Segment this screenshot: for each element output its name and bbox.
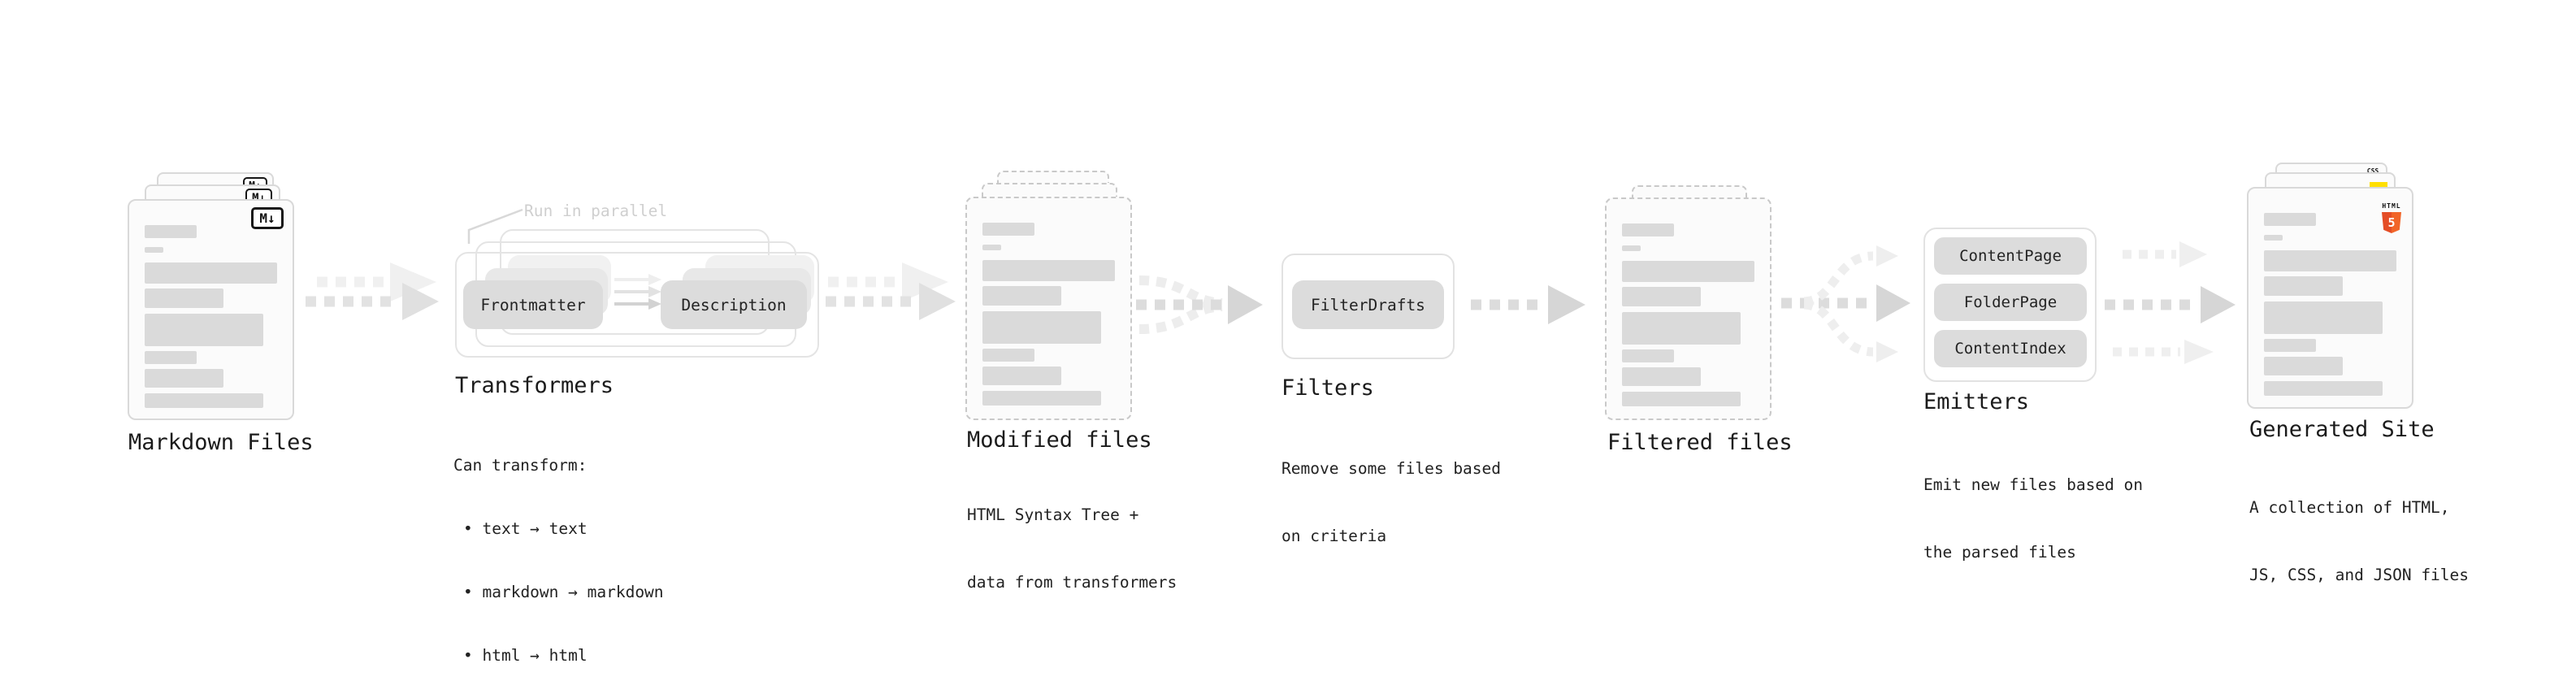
doc-text-bar (145, 288, 223, 308)
doc-text-bar (1622, 367, 1701, 386)
doc-text-bar (1622, 312, 1741, 345)
contentpage-pill: ContentPage (1934, 237, 2087, 275)
contentindex-pill: ContentIndex (1934, 330, 2087, 367)
doc-text-bar (145, 314, 263, 346)
description-line: JS, CSS, and JSON files (2249, 565, 2470, 584)
doc-text-bar (145, 393, 263, 408)
doc-text-bar (982, 349, 1034, 362)
doc-text-bar (2264, 357, 2343, 375)
filtered-file-card (1605, 197, 1772, 420)
generated-site-stack: CSS HTML 5 (2247, 161, 2413, 409)
description-line: Remove some files based (1281, 459, 1502, 478)
generated-site-description: A collection of HTML, JS, CSS, and JSON … (2249, 452, 2469, 631)
doc-text-bar (2264, 235, 2283, 241)
arrow-transformers-to-modified (826, 262, 956, 320)
modified-files-label: Modified files (967, 427, 1152, 453)
html5-icon: HTML 5 (2381, 196, 2402, 233)
doc-text-bar (1622, 349, 1674, 362)
filters-label: Filters (1281, 375, 1374, 401)
arrow-filtered-to-emitters (1781, 245, 1910, 362)
doc-text-bar (2264, 301, 2383, 334)
doc-text-bar (982, 391, 1101, 406)
css-icon-label: CSS (2366, 167, 2379, 175)
doc-text-bar (2264, 276, 2343, 296)
filters-description: Remove some files based on criteria (1281, 413, 1501, 592)
doc-text-bar (1622, 223, 1674, 236)
run-in-parallel-note: Run in parallel (524, 202, 668, 220)
transform-bullet: • text → text (463, 519, 588, 538)
arrow-markdown-to-transformers (306, 262, 439, 320)
transformers-label: Transformers (455, 373, 614, 398)
doc-text-bar (982, 260, 1115, 281)
markdown-files-label: Markdown Files (128, 430, 314, 455)
transform-bullet: • html → html (463, 646, 588, 665)
filterdrafts-pill: FilterDrafts (1292, 280, 1444, 329)
doc-text-bar (982, 245, 1001, 250)
html5-icon-label: HTML (2382, 202, 2401, 210)
css-icon: CSS (2366, 168, 2379, 175)
markdown-icon: M↓ (251, 207, 284, 229)
markdown-files-stack: M↓ M↓ M↓ (128, 172, 294, 420)
markdown-file-card: M↓ (128, 199, 294, 420)
folderpage-pill: FolderPage (1934, 284, 2087, 321)
doc-text-bar (1622, 261, 1754, 282)
doc-text-bar (145, 369, 223, 388)
modified-files-description: HTML Syntax Tree + data from transformer… (967, 459, 1177, 638)
run-in-parallel-bracket (467, 208, 523, 244)
doc-text-bar (145, 351, 197, 364)
description-line: HTML Syntax Tree + (967, 505, 1139, 524)
generated-site-label: Generated Site (2249, 417, 2435, 442)
doc-text-bar (982, 367, 1061, 385)
filtered-files-stack (1605, 185, 1772, 420)
doc-text-bar (982, 223, 1034, 236)
doc-text-bar (982, 311, 1101, 344)
doc-text-bar (982, 286, 1061, 306)
doc-text-bar (145, 262, 277, 284)
arrow-filters-to-filtered (1471, 285, 1585, 324)
modified-files-stack (965, 171, 1132, 420)
arrow-emitters-to-generated (2105, 241, 2236, 364)
filtered-files-label: Filtered files (1607, 430, 1793, 455)
transform-bullet: • markdown → markdown (463, 583, 664, 601)
description-pill: Description (661, 280, 807, 329)
doc-text-bar (1622, 392, 1741, 406)
doc-text-bar (1622, 245, 1641, 251)
doc-text-bar (145, 247, 163, 253)
description-line: A collection of HTML, (2249, 498, 2450, 517)
html5-icon-number: 5 (2387, 215, 2396, 230)
description-line: on criteria (1281, 526, 1387, 545)
html-file-card: HTML 5 (2247, 187, 2413, 409)
doc-text-bar (2264, 339, 2316, 352)
can-transform-heading: Can transform: (453, 456, 588, 475)
doc-text-bar (2264, 250, 2396, 271)
doc-text-bar (2264, 381, 2383, 396)
doc-text-bar (145, 225, 197, 238)
doc-text-bar (1622, 287, 1701, 306)
transformer-container-front (455, 252, 819, 358)
frontmatter-pill: Frontmatter (463, 280, 603, 329)
arrow-modified-to-filters (1136, 275, 1263, 334)
description-line: the parsed files (1923, 542, 2076, 562)
modified-file-card (965, 197, 1132, 420)
pill-parallel-arrows (614, 274, 661, 310)
doc-text-bar (2264, 213, 2316, 226)
transformers-description: Can transform: • text → text • markdown … (453, 413, 664, 681)
emitters-label: Emitters (1923, 389, 2030, 414)
description-line: Emit new files based on (1923, 475, 2144, 494)
html5-icon-shield: 5 (2382, 212, 2401, 233)
description-line: data from transformers (967, 572, 1177, 592)
emitters-description: Emit new files based on the parsed files (1923, 429, 2143, 608)
